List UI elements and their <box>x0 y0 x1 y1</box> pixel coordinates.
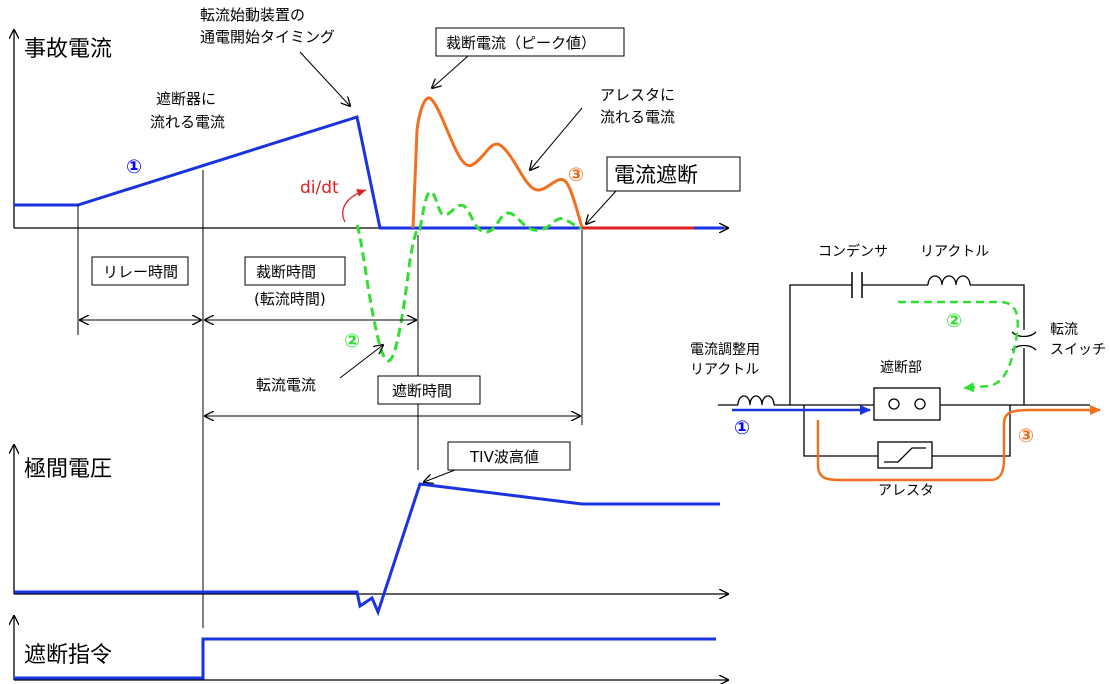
fault-current-panel: 事故電流 di/dt 転流始動装置の 通電開始タイミング 遮断器に 流れる電流 … <box>14 6 741 363</box>
commutation-current-arrow <box>339 345 383 379</box>
arrester-symbol <box>884 447 926 463</box>
interruption-arrow <box>586 190 617 224</box>
capacitor-label: コンデンサ <box>818 243 888 260</box>
cutoff-peak-arrow <box>432 55 469 88</box>
start-timing-arrow <box>299 51 350 106</box>
interrupter-contact-b <box>914 398 926 410</box>
lc-branch-right <box>970 284 1025 330</box>
interrupter-contact-a <box>888 398 900 410</box>
interruption-time-label: 遮断時間 <box>392 382 452 400</box>
trip-command-signal <box>14 637 716 680</box>
tiv-peak-label: TIV波高値 <box>469 448 539 466</box>
relay-time-label: リレー時間 <box>103 263 178 281</box>
relay-time-box <box>91 256 189 286</box>
interruption-box <box>606 156 741 192</box>
lc-branch-left <box>789 284 852 405</box>
reactor-coil <box>927 275 971 286</box>
start-timing-line2: 通電開始タイミング <box>200 28 335 46</box>
breaker-current-line2: 流れる電流 <box>150 113 225 131</box>
marker-three-circuit: ③ <box>1018 425 1034 447</box>
adj-reactor-line2: リアクトル <box>690 362 759 378</box>
arrester-branch-left <box>803 405 878 457</box>
breaker-current-curve <box>14 115 420 230</box>
marker-two-circuit: ② <box>946 310 962 332</box>
marker-three-plot: ③ <box>568 164 584 186</box>
pole-voltage-panel: 極間電圧 TIV波高値 <box>14 441 728 617</box>
interrupter-label: 遮断部 <box>880 360 922 376</box>
cutoff-time-line2: (転流時間) <box>254 290 326 308</box>
pole-voltage-label: 極間電圧 <box>24 457 112 482</box>
timing-intervals: リレー時間 裁断時間 (転流時間) ② 転流電流 遮断時間 <box>77 170 583 628</box>
arrester-branch-right <box>932 405 1011 457</box>
marker-one-plot: ① <box>126 156 142 178</box>
pole-voltage-curve <box>14 482 720 617</box>
arrester-label: アレスタ <box>878 483 934 499</box>
commutation-switch-line1: 転流 <box>1050 322 1078 338</box>
commutation-current-label: 転流電流 <box>256 376 316 394</box>
commutation-switch-line2: スイッチ <box>1050 342 1106 358</box>
arrester-current-line2: 流れる電流 <box>600 108 675 126</box>
trip-command-panel: 遮断指令 <box>14 616 728 680</box>
interrupter-box <box>873 387 941 421</box>
arrester-current-arrow <box>530 107 583 170</box>
reactor-label: リアクトル <box>920 244 989 260</box>
path-two-arrow <box>898 300 1019 393</box>
adj-reactor-line1: 電流調整用 <box>690 342 760 358</box>
commutation-current-curve <box>355 190 583 363</box>
commutation-switch-upper <box>1011 331 1037 338</box>
start-timing-line1: 転流始動装置の <box>200 6 305 24</box>
cutoff-peak-label: 裁断電流（ピーク値） <box>446 34 596 52</box>
tiv-peak-arrow <box>424 469 456 482</box>
interruption-label: 電流遮断 <box>614 163 698 187</box>
marker-two-plot: ② <box>344 330 360 352</box>
cutoff-peak-box <box>435 27 625 57</box>
interruption-time-box <box>377 375 481 405</box>
path-three-arrow <box>816 405 1101 482</box>
di-dt-label: di/dt <box>300 178 339 198</box>
arrester-current-line1: アレスタに <box>600 86 675 104</box>
fault-current-label: 事故電流 <box>24 37 112 62</box>
marker-one-circuit: ① <box>734 417 750 439</box>
cutoff-time-box <box>244 256 346 286</box>
circuit-diagram: コンデンサ リアクトル 転流 スイッチ 電流調整用 リアクトル 遮断部 アレスタ <box>690 243 1106 499</box>
adj-reactor-coil <box>737 395 775 406</box>
tiv-peak-box <box>447 441 571 471</box>
di-dt-arrow <box>342 189 367 223</box>
breaker-current-line1: 遮断器に <box>156 90 216 108</box>
cutoff-time-line1: 裁断時間 <box>256 263 316 281</box>
trip-command-label: 遮断指令 <box>24 643 112 668</box>
arrester-current-curve <box>411 96 584 229</box>
